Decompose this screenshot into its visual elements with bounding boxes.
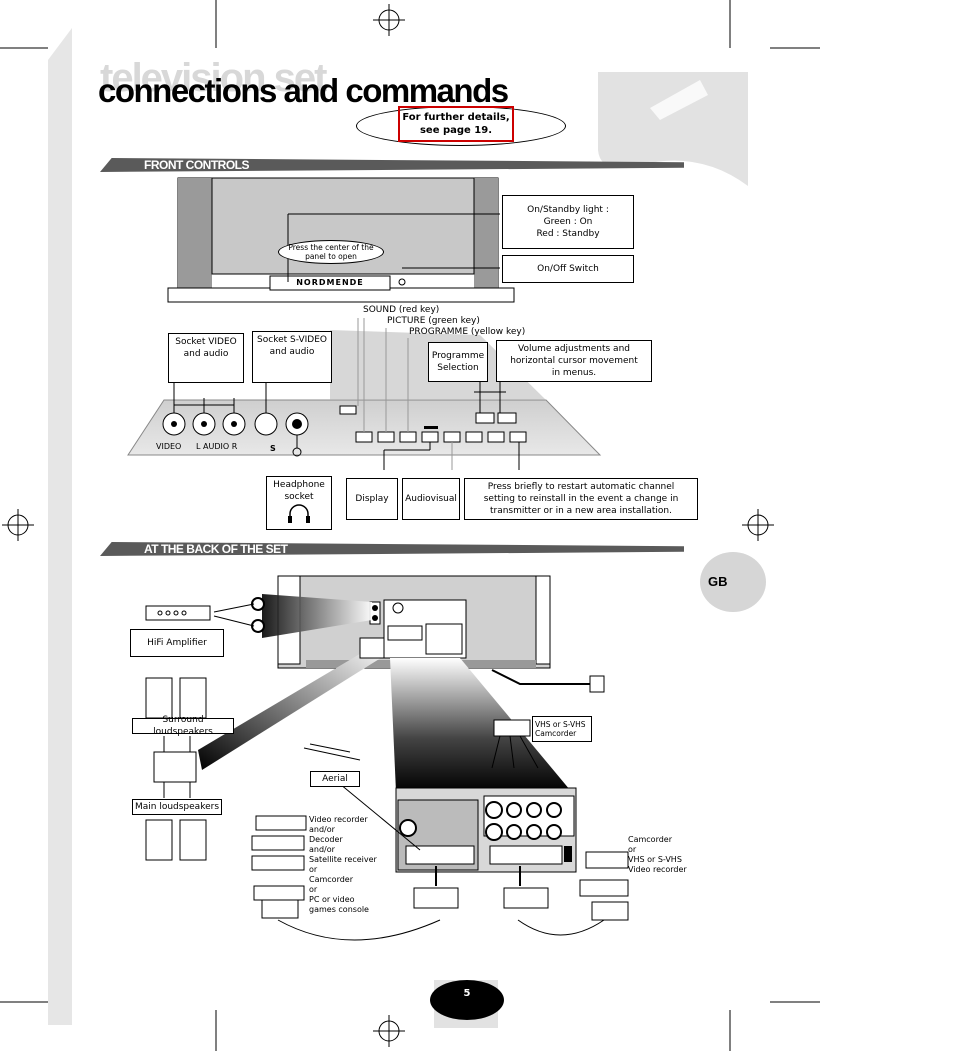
headphone-icon xyxy=(288,504,310,523)
socket-svideo-box: Socket S-VIDEO and audio xyxy=(252,331,332,383)
vhs-camcorder-box: VHS or S-VHS Camcorder xyxy=(532,716,592,742)
panel-label-audio: L AUDIO R xyxy=(196,442,238,451)
panel-label-video: VIDEO xyxy=(156,442,181,451)
onoff-switch-box: On/Off Switch xyxy=(502,255,634,283)
surround-speakers-box: Surround loudspeakers xyxy=(132,715,234,737)
panel-label-s: S xyxy=(270,444,276,453)
language-tab-label: GB xyxy=(708,574,728,589)
page-title: connections and commands xyxy=(98,72,509,109)
title-shadow: television set xyxy=(100,56,327,100)
headphone-socket-box: Headphone socket xyxy=(266,476,332,530)
display-box: Display xyxy=(346,478,398,520)
press-center-note: Press the center of the panel to open xyxy=(278,240,384,264)
aerial-box: Aerial xyxy=(310,771,360,787)
key-sound-label: SOUND (red key) xyxy=(363,305,440,315)
key-programme-label: PROGRAMME (yellow key) xyxy=(409,327,526,337)
page-number: 5 xyxy=(430,980,504,1020)
hifi-amplifier-box: HiFi Amplifier xyxy=(130,629,224,657)
note-further-details: For further details, see page 19. xyxy=(398,106,514,142)
section-front-controls: FRONT CONTROLS xyxy=(100,158,684,172)
socket-video-box: Socket VIDEO and audio xyxy=(168,333,244,383)
section-back-of-set: AT THE BACK OF THE SET xyxy=(100,542,684,556)
restart-note-box: Press briefly to restart automatic chann… xyxy=(464,478,698,520)
main-speakers-box: Main loudspeakers xyxy=(132,799,222,815)
programme-selection-box: Programme Selection xyxy=(428,342,488,382)
key-picture-label: PICTURE (green key) xyxy=(387,316,480,326)
tv-front-illustration: VIDEO L AUDIO R S xyxy=(127,177,602,470)
brand-logo: NORDMENDE xyxy=(296,278,364,287)
tv-back-illustration xyxy=(145,575,629,941)
language-tab xyxy=(700,552,766,612)
volume-adjust-box: Volume adjustments and horizontal cursor… xyxy=(496,340,652,382)
audiovisual-box: Audiovisual xyxy=(402,478,460,520)
